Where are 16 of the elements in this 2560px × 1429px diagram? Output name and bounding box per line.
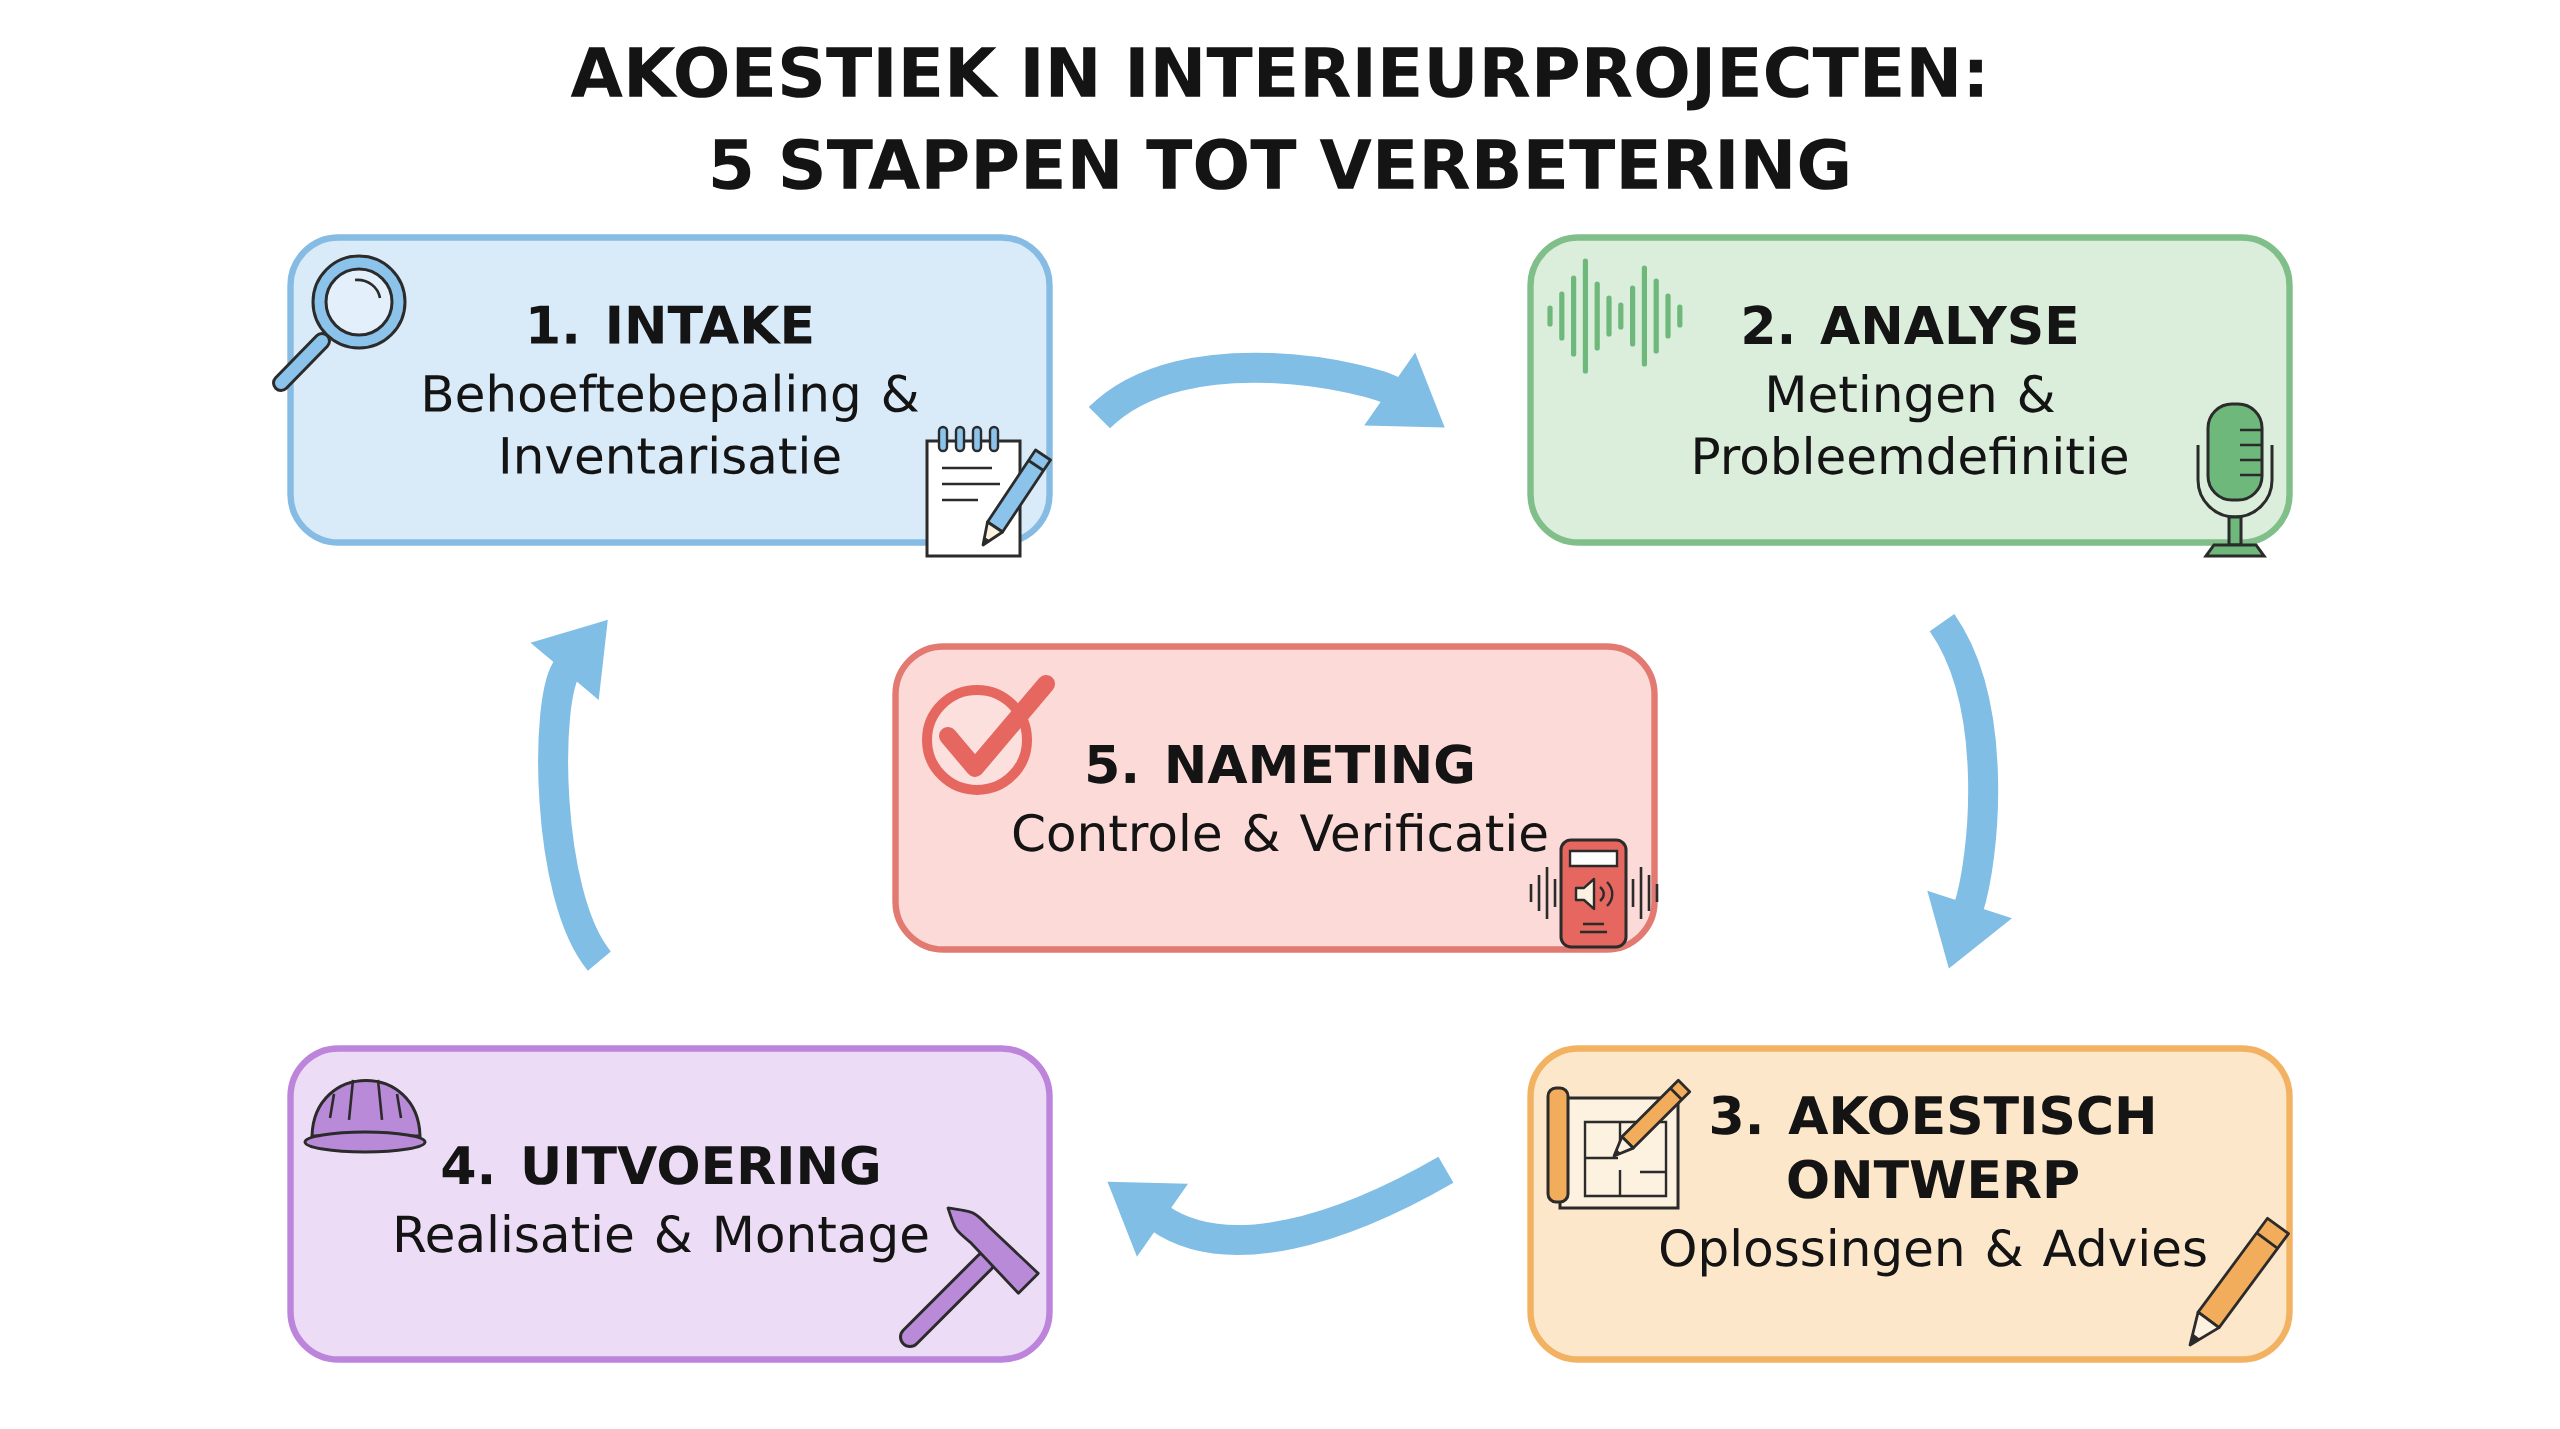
step-description: Oplossingen & Advies: [1660, 1228, 2206, 1277]
step-box: [287, 1045, 1053, 1363]
step-box: [892, 643, 1658, 953]
step-box: [1527, 1045, 2293, 1363]
step-description: Realisatie & Montage: [397, 1214, 928, 1263]
step-title: 3. AKOESTISCH ONTWERP: [1712, 1095, 2153, 1199]
step-box: [287, 234, 1053, 546]
step-description: Controle & Verificatie: [1013, 812, 1547, 852]
step-description: Behoeftebepaling & Inventarisatie: [425, 373, 919, 475]
step-description: Metingen & Probleemdefinitie: [1695, 373, 2127, 475]
step-title: 4. UITVOERING: [442, 1145, 878, 1185]
step-title: 1. INTAKE: [530, 305, 812, 344]
step-title: 2. ANALYSE: [1744, 305, 2076, 345]
step-box: [1527, 234, 2293, 546]
step-title: 5. NAMETING: [1088, 744, 1473, 784]
title: AKOESTIEK IN INTERIEURPROJECTEN: 5 STAPPEN TOT VERBETERING: [570, 46, 1982, 190]
